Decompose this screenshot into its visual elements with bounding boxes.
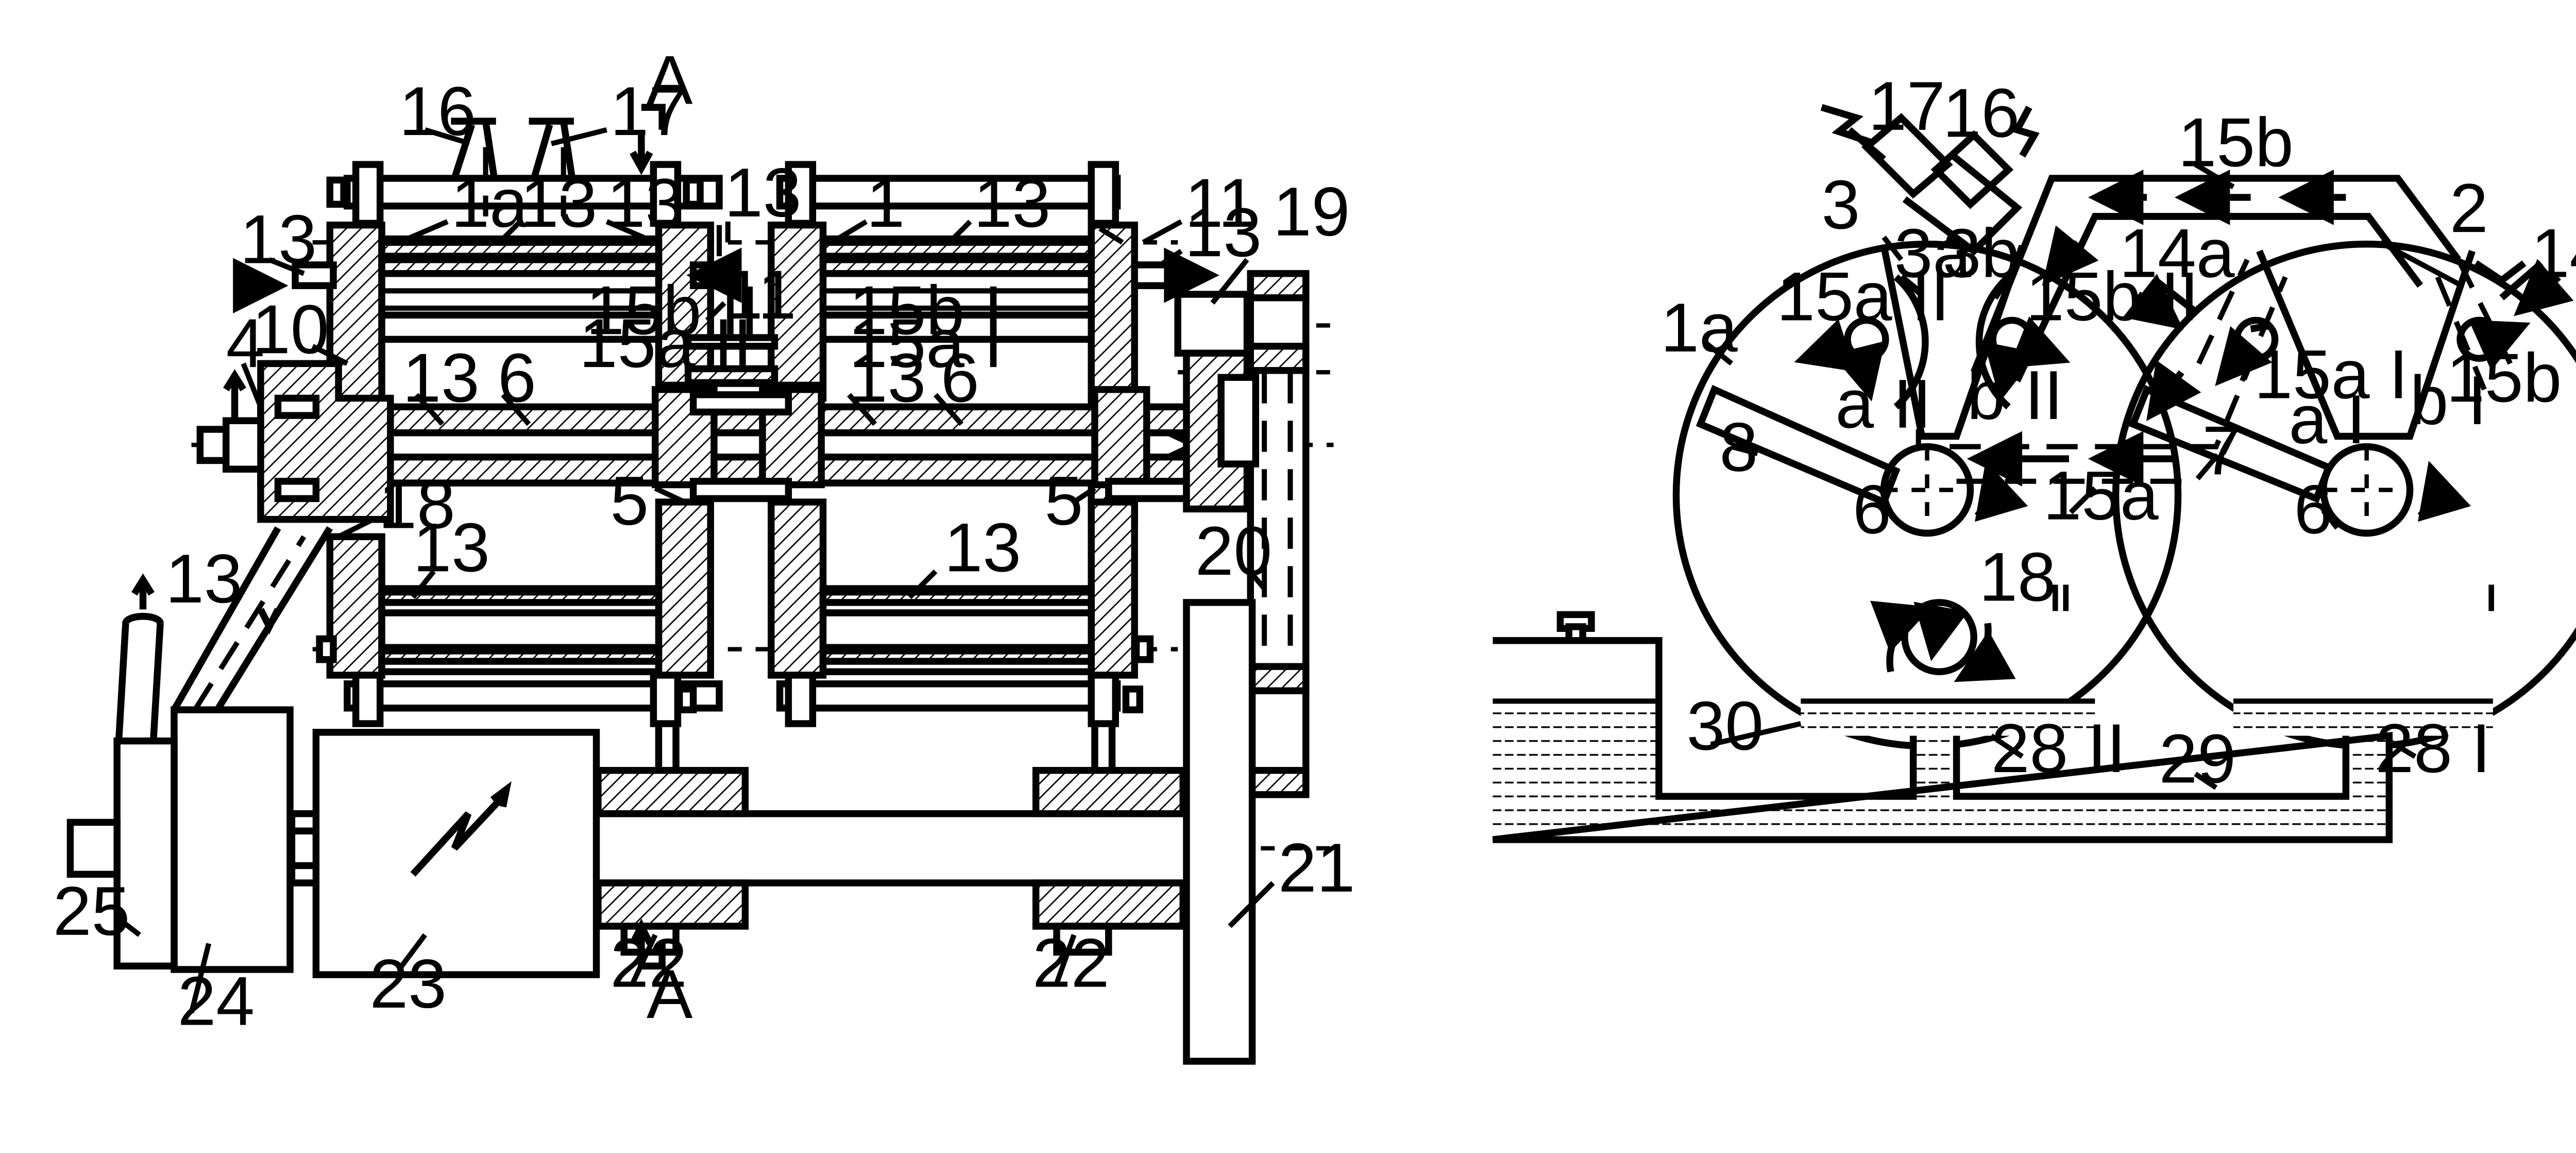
label-13b: 13	[607, 164, 684, 242]
label-13e: 13	[1185, 194, 1262, 271]
label-A-bottom: A	[647, 956, 693, 1033]
label-16: 16	[399, 73, 476, 150]
label-r15bII: 15b II	[2026, 258, 2199, 335]
label-13g: 13	[849, 339, 926, 416]
label-6b: 6	[941, 339, 979, 416]
label-13d: 13	[974, 164, 1050, 242]
label-r1a: 1a	[1660, 289, 1738, 366]
label-13-left: 13	[240, 201, 317, 278]
label-r15aII: 15a II	[1776, 258, 1950, 335]
label-r29: 29	[2159, 720, 2236, 797]
label-rI: I	[2486, 577, 2497, 620]
label-24: 24	[178, 962, 255, 1040]
label-r15b: 15b	[2178, 104, 2294, 181]
label-rbII: b II	[1967, 357, 2063, 434]
label-23: 23	[370, 945, 447, 1023]
label-13h: 13	[413, 509, 489, 586]
label-r3: 3	[1822, 166, 1860, 243]
label-r16: 16	[1943, 74, 2020, 152]
label-21: 21	[1278, 829, 1355, 907]
label-raII: a II	[1835, 365, 1931, 443]
label-r18: 18	[1979, 539, 2056, 616]
label-r6a: 6	[1853, 471, 1891, 548]
right-figure-schematic: 17 16 15b 3 3a 3b 2 14a 14b 1a 1 15a II …	[1493, 68, 2576, 840]
label-1a: 1a	[451, 164, 528, 242]
label-22b: 22	[1032, 925, 1109, 1002]
label-13c: 13	[724, 154, 801, 231]
label-r28II: 28 II	[1991, 710, 2126, 787]
label-r7: 7	[2202, 412, 2241, 489]
label-13f: 13	[402, 339, 479, 416]
left-figure-cross-section: 16 17 A 1a 13 13 13 1 13 11 11 13 19 13 …	[53, 42, 1355, 1061]
label-1-top: 1	[867, 164, 905, 242]
label-r15a: 15a	[2043, 457, 2159, 534]
label-20: 20	[1195, 512, 1272, 590]
label-r17: 17	[1868, 68, 1945, 145]
label-r30: 30	[1687, 687, 1764, 764]
label-rII: II	[2050, 577, 2071, 620]
label-4: 4	[226, 305, 265, 382]
label-13a: 13	[520, 164, 597, 242]
label-13i: 13	[944, 509, 1021, 586]
label-r28I: 28 I	[2375, 710, 2490, 787]
label-r8: 8	[1719, 409, 1758, 486]
label-25: 25	[53, 873, 130, 950]
label-raI: a I	[2289, 381, 2366, 458]
label-5a: 5	[610, 462, 649, 540]
label-13-out: 13	[165, 540, 242, 617]
label-19: 19	[1273, 173, 1350, 250]
label-r2: 2	[2450, 170, 2488, 247]
label-6a: 6	[498, 339, 536, 416]
label-r14b: 14b	[2531, 214, 2576, 292]
label-15aII: 15a II	[579, 305, 752, 382]
label-5b: 5	[1044, 462, 1083, 540]
label-r6b: 6	[2294, 471, 2333, 548]
label-A-top: A	[647, 42, 693, 119]
label-rbI: b I	[2410, 362, 2487, 439]
label-r3b: 3b	[1943, 214, 2020, 292]
